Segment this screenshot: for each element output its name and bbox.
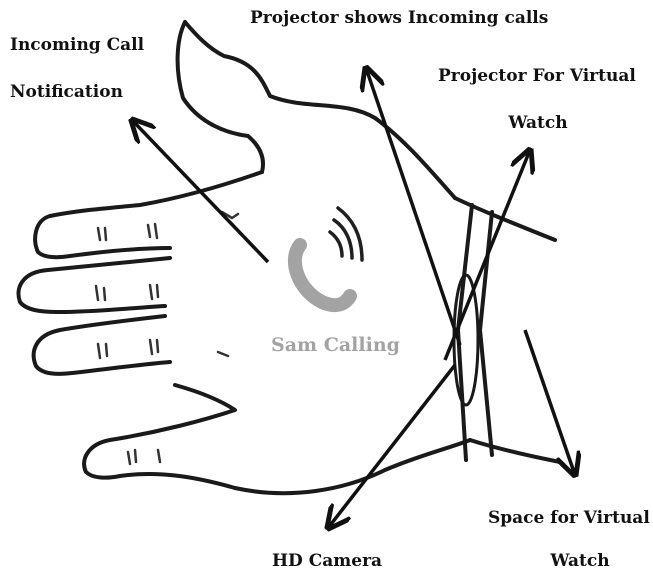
caller-name: Sam Calling <box>271 334 400 356</box>
label-space-watch-2: Watch <box>540 553 620 570</box>
watch-strap-left <box>458 205 472 460</box>
arrow-hd-camera <box>328 365 455 528</box>
arrow-projector-calls <box>366 68 460 345</box>
palm-bottom-outline <box>235 440 470 493</box>
label-projector-watch: Projector For Virtual <box>438 68 636 85</box>
phone-ringing-icon <box>295 208 362 305</box>
label-incoming-call: Incoming Call <box>10 37 144 54</box>
little-finger-outline <box>84 385 235 488</box>
label-notification: Notification <box>10 84 123 101</box>
palm-top-outline <box>50 172 262 216</box>
wrist-bottom-outline <box>470 440 560 462</box>
label-hd-camera: HD Camera <box>272 553 382 570</box>
label-projector-calls: Projector shows Incoming calls <box>250 10 548 27</box>
label-space-watch: Space for Virtual <box>488 510 650 527</box>
middle-finger-outline <box>18 258 170 312</box>
arrow-incoming-call <box>132 120 268 262</box>
arrow-space-watch <box>525 330 575 475</box>
label-projector-watch-2: Watch <box>498 115 578 132</box>
arrow-projector-watch <box>445 150 530 360</box>
thumb-inner-outline <box>178 22 263 172</box>
thumb-outline <box>185 22 455 198</box>
